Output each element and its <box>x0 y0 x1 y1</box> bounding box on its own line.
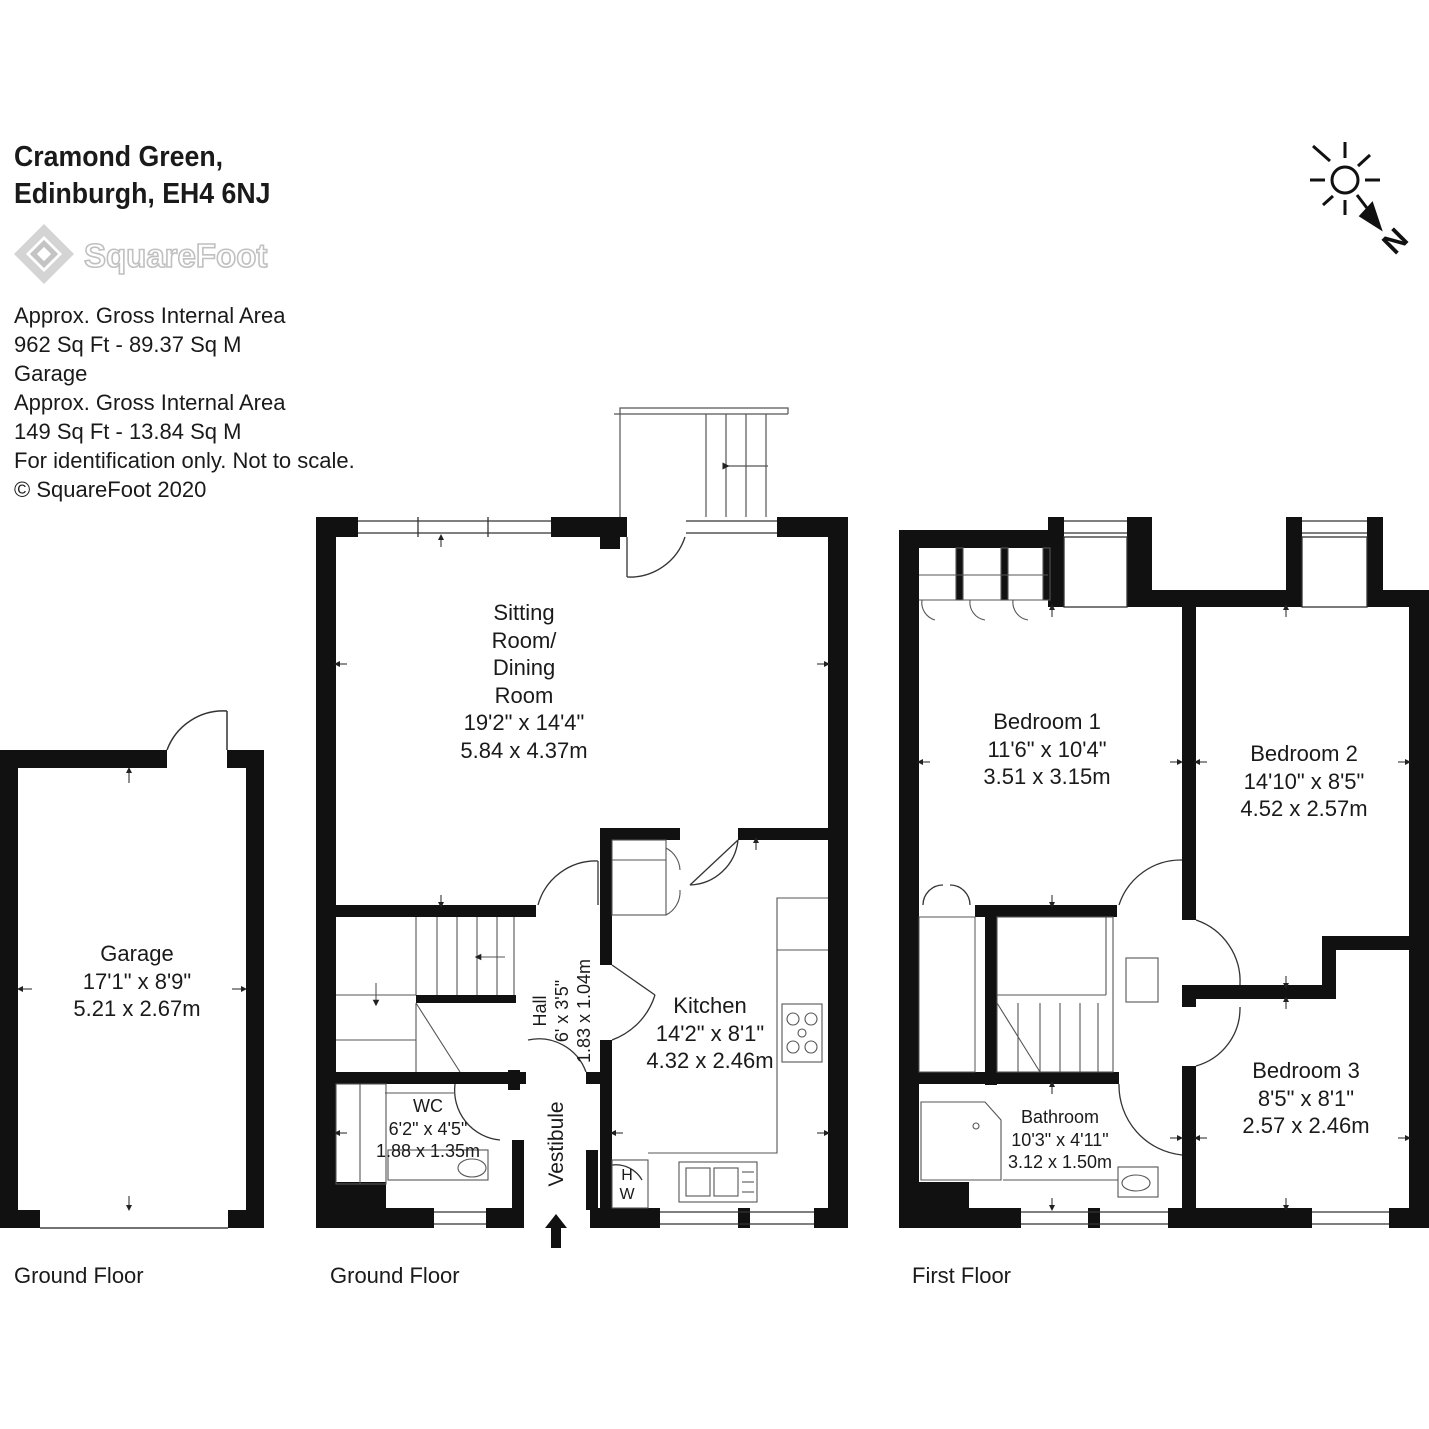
logo-text: SquareFoot <box>84 237 267 274</box>
info-line: For identification only. Not to scale. <box>14 448 355 473</box>
room-imperial: 17'1" x 8'9" <box>82 968 192 994</box>
room-metric: 1.88 x 1.35m <box>375 1141 481 1161</box>
address-line-2: Edinburgh, EH4 6NJ <box>14 178 271 210</box>
room-name: Room/ <box>491 627 557 653</box>
room-sitting-dining: Sitting Room/ Dining Room 19'2" x 14'4" … <box>438 599 610 764</box>
room-bedroom-1: Bedroom 1 11'6" x 10'4" 3.51 x 3.15m <box>965 708 1129 791</box>
first-windows <box>1021 520 1389 1225</box>
room-name: Room <box>494 682 554 708</box>
kitchen-cupboard <box>611 839 681 916</box>
room-garage: Garage 17'1" x 8'9" 5.21 x 2.67m <box>52 940 222 1023</box>
bedroom1-wardrobes <box>919 547 1051 621</box>
room-name: Garage <box>100 941 174 966</box>
room-metric: 3.12 x 1.50m <box>1007 1152 1113 1172</box>
entrance-arrow-icon <box>545 1214 567 1248</box>
room-imperial: 6' x 3'5" <box>552 979 572 1043</box>
first-door-swings <box>918 859 1241 1156</box>
address-line-1: Cramond Green, <box>14 141 224 173</box>
room-imperial: 14'10" x 8'5" <box>1243 768 1365 794</box>
ground-stairs <box>336 917 515 1073</box>
room-imperial: 11'6" x 10'4" <box>987 736 1107 762</box>
info-line: Approx. Gross Internal Area <box>14 390 286 415</box>
floor-label-first: First Floor <box>912 1263 1011 1288</box>
info-line: 149 Sq Ft - 13.84 Sq M <box>14 419 242 444</box>
room-name: Dining <box>492 655 556 680</box>
rear-steps <box>614 407 789 517</box>
first-stairs <box>996 916 1159 1073</box>
garage-door-swing <box>166 710 228 751</box>
room-name: Bathroom <box>1020 1107 1100 1127</box>
room-name: Hall <box>530 995 550 1027</box>
room-metric: 3.51 x 3.15m <box>983 764 1111 789</box>
room-imperial: 14'2" x 8'1" <box>655 1020 765 1046</box>
room-imperial: 10'3" x 4'11" <box>1011 1129 1109 1150</box>
room-metric: 4.52 x 2.57m <box>1240 796 1368 821</box>
area-info: Approx. Gross Internal Area 962 Sq Ft - … <box>14 301 355 504</box>
room-bathroom: Bathroom 10'3" x 4'11" 3.12 x 1.50m <box>990 1106 1130 1174</box>
room-metric: 1.83 x 1.04m <box>574 958 594 1064</box>
room-metric: 5.21 x 2.67m <box>73 996 201 1021</box>
kitchen-units <box>611 897 828 1209</box>
ground-floor-walls <box>316 517 848 1228</box>
room-kitchen: Kitchen 14'2" x 8'1" 4.32 x 2.46m <box>630 992 790 1075</box>
room-name: Kitchen <box>673 993 747 1018</box>
sun-north-compass-icon <box>1310 142 1383 232</box>
room-imperial: 19'2" x 14'4" <box>463 710 585 735</box>
ground-windows <box>358 517 814 1225</box>
info-line: 962 Sq Ft - 89.37 Sq M <box>14 332 242 357</box>
room-name: Bedroom 3 <box>1252 1058 1360 1083</box>
diamond-logo-icon <box>14 224 74 284</box>
room-vestibule: Vestibule <box>545 1101 568 1187</box>
room-name: Bedroom 2 <box>1250 741 1358 766</box>
room-hall: Hall 6' x 3'5" 1.83 x 1.04m <box>529 926 597 1096</box>
room-bedroom-3: Bedroom 3 8'5" x 8'1" 2.57 x 2.46m <box>1224 1057 1388 1140</box>
ground-dimension-arrows <box>17 534 830 1211</box>
room-imperial: 6'2" x 4'5" <box>388 1118 468 1139</box>
room-imperial: 8'5" x 8'1" <box>1257 1085 1355 1111</box>
room-name: Bedroom 1 <box>993 709 1101 734</box>
info-line: Garage <box>14 361 88 386</box>
ground-door-swings <box>453 536 739 1181</box>
floor-label-garage: Ground Floor <box>14 1263 144 1288</box>
info-line: © SquareFoot 2020 <box>14 477 207 502</box>
first-floor-walls <box>899 517 1429 1228</box>
info-line: Approx. Gross Internal Area <box>14 303 286 328</box>
room-metric: 4.32 x 2.46m <box>646 1048 774 1073</box>
room-bedroom-2: Bedroom 2 14'10" x 8'5" 4.52 x 2.57m <box>1222 740 1386 823</box>
floor-label-ground: Ground Floor <box>330 1263 460 1288</box>
room-name: Sitting <box>493 600 555 625</box>
room-name: WC <box>413 1096 443 1116</box>
squarefoot-logo: SquareFoot <box>14 224 268 284</box>
bathroom-fixtures <box>920 1101 1159 1198</box>
room-metric: 5.84 x 4.37m <box>460 737 588 763</box>
hot-water-cupboard-label: H W <box>619 1167 635 1203</box>
garage-walls <box>0 750 264 1228</box>
north-label: N <box>1376 222 1415 261</box>
room-wc: WC 6'2" x 4'5" 1.88 x 1.35m <box>356 1095 500 1163</box>
room-metric: 2.57 x 2.46m <box>1242 1113 1370 1138</box>
first-dimension-arrows <box>917 604 1411 1211</box>
